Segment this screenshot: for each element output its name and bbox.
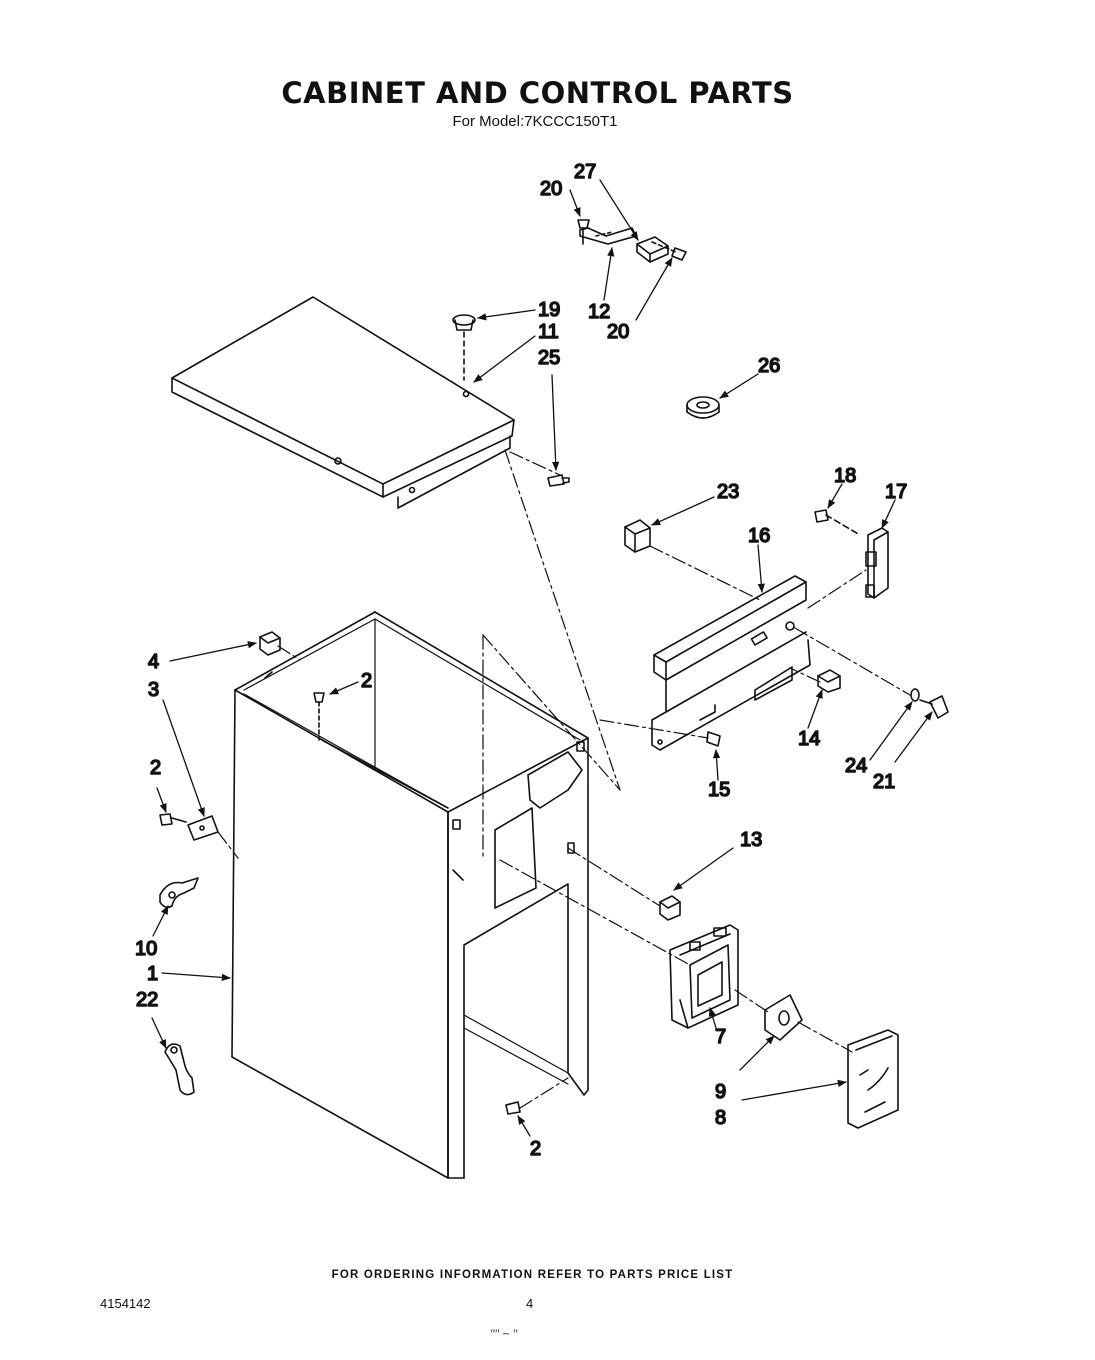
screw-20-upper — [577, 219, 590, 245]
leader-arrows — [151, 179, 933, 1137]
callout-26: 26 — [758, 355, 780, 377]
callout-12: 12 — [588, 301, 610, 323]
screw-15 — [706, 731, 721, 747]
callout-14: 14 — [798, 728, 820, 750]
callout-10: 10 — [135, 938, 157, 960]
callout-7: 7 — [715, 1026, 726, 1048]
screw-2-left — [159, 813, 187, 826]
callout-18: 18 — [834, 465, 856, 487]
knob-plate-8 — [847, 1029, 899, 1129]
callout-1: 1 — [147, 963, 158, 985]
ordering-footer: FOR ORDERING INFORMATION REFER TO PARTS … — [331, 1269, 734, 1281]
clip-13 — [659, 895, 681, 921]
callout-20: 20 — [607, 321, 629, 343]
callout-2: 2 — [150, 757, 161, 779]
clamp-10 — [159, 877, 199, 909]
screw-2-bottom — [505, 1101, 521, 1115]
washer-24 — [910, 688, 920, 702]
page-number: 4 — [526, 1296, 534, 1311]
callout-27: 27 — [574, 161, 596, 183]
callout-15: 15 — [708, 779, 730, 801]
callout-19: 19 — [538, 299, 560, 321]
bottom-scrawl: ′′′′ ~ ′′ — [490, 1327, 518, 1341]
bracket-3 — [187, 815, 219, 841]
callout-8: 8 — [715, 1107, 726, 1129]
callout-3: 3 — [148, 679, 159, 701]
plug-button-19 — [452, 314, 476, 381]
screw-18 — [814, 509, 861, 536]
knob-21 — [919, 695, 949, 719]
callout-13: 13 — [740, 829, 762, 851]
callout-23: 23 — [717, 481, 739, 503]
screw-25 — [547, 474, 570, 487]
callout-9: 9 — [715, 1081, 726, 1103]
model-subtitle: For Model:7KCCC150T1 — [452, 113, 618, 130]
callout-4: 4 — [148, 651, 159, 673]
cord-clamp-22 — [164, 1043, 195, 1096]
clip-4 — [259, 631, 281, 656]
document-number: 4154142 — [100, 1296, 151, 1311]
bezel-7 — [669, 924, 739, 1029]
callout-2: 2 — [530, 1138, 541, 1160]
connector-23 — [624, 519, 651, 553]
page-title: CABINET AND CONTROL PARTS — [281, 76, 794, 110]
callout-11: 11 — [538, 321, 559, 343]
callout-21: 21 — [873, 771, 895, 793]
knob-26 — [686, 396, 720, 419]
screw-2-top — [313, 692, 325, 741]
cabinet — [231, 611, 589, 1179]
callout-17: 17 — [885, 481, 907, 503]
callout-20: 20 — [540, 178, 562, 200]
bracket-12 — [579, 227, 637, 245]
switch-17 — [865, 527, 889, 599]
callout-16: 16 — [748, 525, 770, 547]
alignment-lines — [217, 449, 911, 1109]
screw-20-lower — [651, 241, 687, 261]
callout-2: 2 — [361, 670, 372, 692]
clip-14 — [817, 669, 841, 693]
hinge-27 — [636, 236, 669, 263]
control-panel-16 — [651, 575, 811, 751]
callout-25: 25 — [538, 347, 560, 369]
dial-9 — [764, 994, 803, 1041]
callout-22: 22 — [136, 989, 158, 1011]
top-panel — [171, 296, 515, 509]
callout-24: 24 — [845, 755, 867, 777]
